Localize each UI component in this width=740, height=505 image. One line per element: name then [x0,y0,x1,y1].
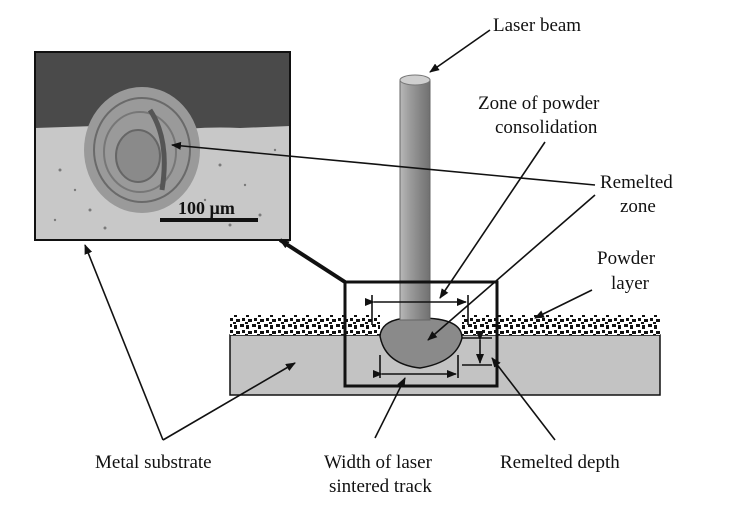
powder-layer-left [230,315,380,335]
label-powder-layer-1: Powder [597,248,656,269]
label-metal-substrate: Metal substrate [95,452,212,473]
label-powder-layer-2: layer [611,273,650,294]
label-track-width-2: sintered track [329,476,432,497]
label-zone-consolidation-2: consolidation [495,117,598,138]
laser-beam-column [399,79,431,321]
label-remelted-depth: Remelted depth [500,452,620,473]
label-zone-consolidation-1: Zone of powder [478,93,600,114]
scale-bar-label: 100 µm [178,198,235,218]
detail-box [343,280,499,388]
label-remelted-zone-1: Remelted [600,172,673,193]
label-laser-beam: Laser beam [493,15,581,36]
label-remelted-zone-2: zone [620,196,656,217]
powder-layer-right [462,315,660,335]
label-track-width-1: Width of laser [324,452,433,473]
inset-callout-arrow [278,238,347,284]
micrograph-inset [35,52,290,240]
